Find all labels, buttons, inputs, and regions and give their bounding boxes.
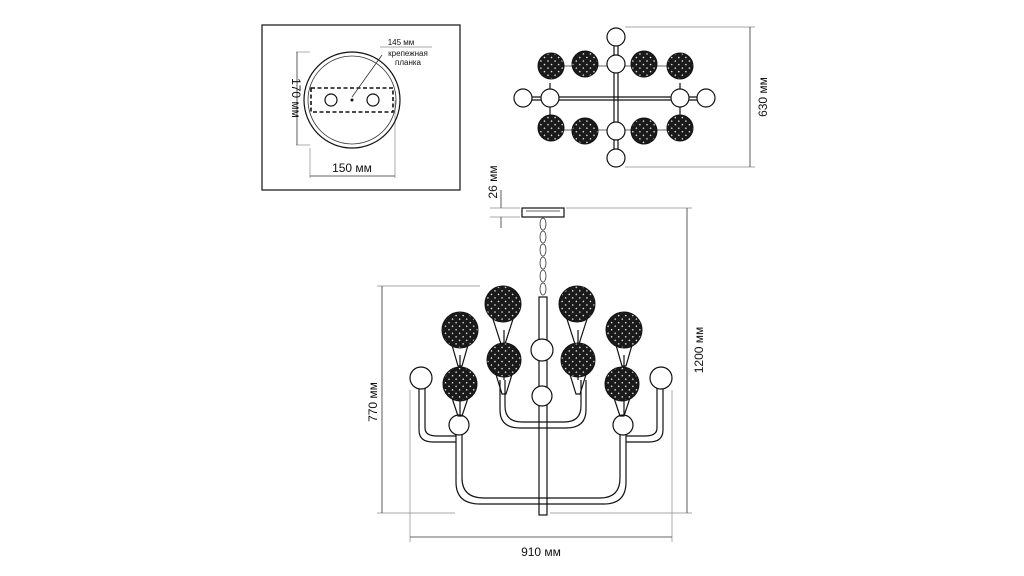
side-white-globe <box>409 366 433 390</box>
side-dark-globe <box>560 342 596 378</box>
side-dark-globe <box>486 342 522 378</box>
side-dark-globe <box>442 366 478 402</box>
plate-caption-line2: планка <box>395 58 422 67</box>
top-dark-globe <box>630 117 658 145</box>
plate-hole-left <box>324 93 338 107</box>
body-height-label: 770 мм <box>366 382 380 422</box>
mounting-plate-detail: 170 мм 150 мм 145 мм крепежная планка <box>261 24 461 191</box>
round-canopy-outer <box>303 51 401 149</box>
top-dark-globe <box>571 50 599 78</box>
side-white-globe <box>530 338 554 362</box>
side-white-globe <box>531 385 553 407</box>
side-dark-globe <box>558 285 596 323</box>
top-view-height-label: 630 мм <box>756 77 770 117</box>
total-height-label: 1200 мм <box>692 327 706 374</box>
top-white-globe <box>606 148 626 168</box>
side-white-globe <box>612 414 634 436</box>
center-point <box>350 98 354 102</box>
width-label: 910 мм <box>521 545 561 559</box>
top-dark-globe <box>537 114 565 142</box>
suspension-chain <box>539 217 547 296</box>
top-white-globe <box>540 88 560 108</box>
top-white-globe <box>513 88 533 108</box>
top-dark-globe <box>630 50 658 78</box>
top-white-globe <box>670 88 690 108</box>
canopy-height-label: 26 мм <box>486 165 500 198</box>
top-white-globe <box>606 121 626 141</box>
side-white-globe <box>448 414 470 436</box>
top-white-globe <box>606 54 626 74</box>
plate-caption-line1: крепежная <box>388 49 428 58</box>
side-dark-globe <box>441 311 479 349</box>
detail-frame <box>261 24 461 191</box>
mounting-plate <box>310 87 394 113</box>
top-white-globe <box>606 27 626 47</box>
side-dark-globe <box>605 311 643 349</box>
side-dark-globe <box>484 285 522 323</box>
side-white-globe <box>649 366 673 390</box>
top-dark-globe <box>571 117 599 145</box>
top-view: 630 мм <box>513 26 770 168</box>
plate-hole-right <box>366 93 380 107</box>
top-white-globe <box>696 88 716 108</box>
side-view: 26 мм 1200 мм 770 мм 910 мм <box>366 165 706 559</box>
top-dark-globe <box>537 52 565 80</box>
top-dark-globe <box>666 114 694 142</box>
plate-size-label: 145 мм <box>388 38 415 47</box>
top-dark-globe <box>666 52 694 80</box>
detail-width-label: 150 мм <box>332 161 372 175</box>
ceiling-canopy <box>521 207 565 218</box>
detail-height-label: 170 мм <box>289 78 303 118</box>
side-dark-globe <box>604 366 640 402</box>
round-canopy-inner <box>307 55 397 145</box>
